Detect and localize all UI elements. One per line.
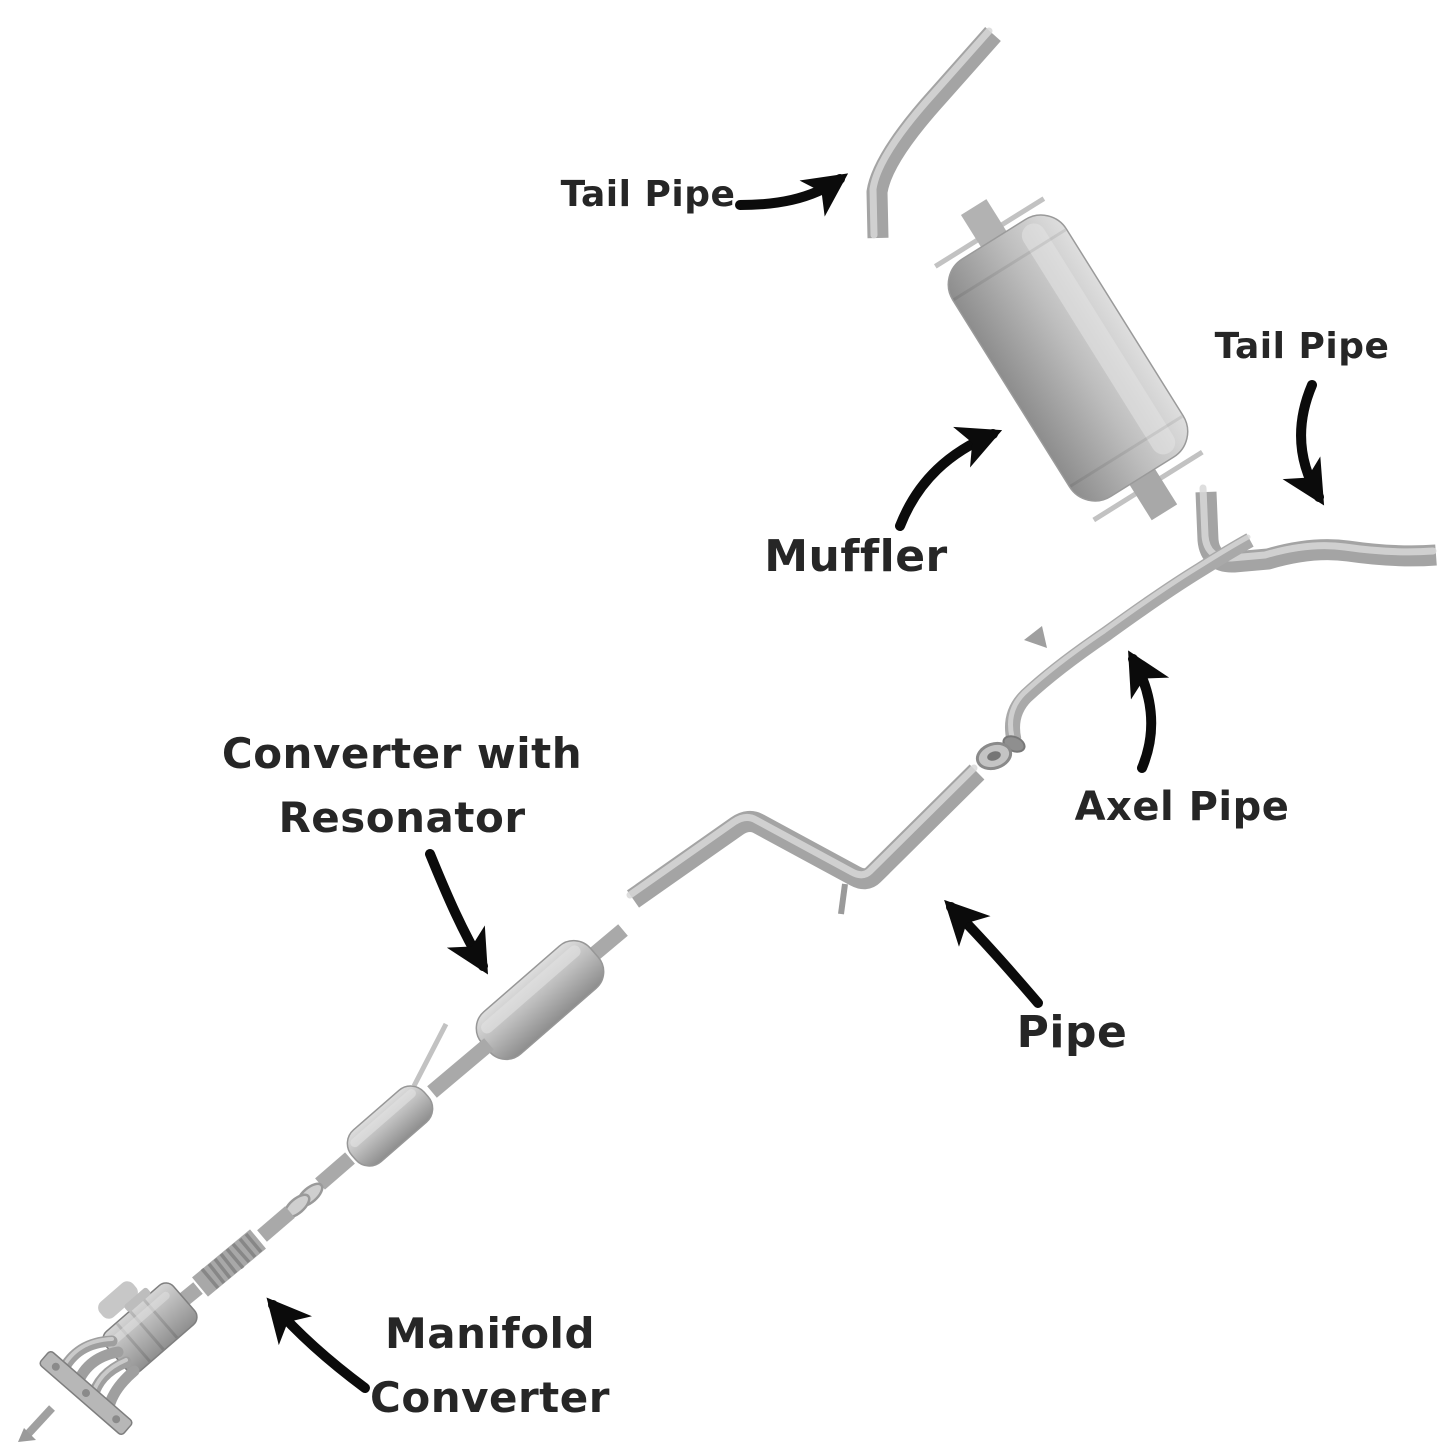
label-converter-resonator-line1: Converter with bbox=[221, 729, 583, 778]
flange-ring bbox=[975, 741, 1013, 771]
arrow-tail-pipe-top bbox=[735, 173, 849, 217]
label-muffler: Muffler bbox=[764, 531, 948, 582]
label-tail-pipe-top: Tail Pipe bbox=[560, 174, 736, 215]
label-manifold-converter-line2: Converter bbox=[370, 1373, 610, 1422]
arrow-muffler bbox=[895, 426, 1003, 531]
arrow-converter-resonator bbox=[425, 849, 488, 975]
tail-pipe-top-part bbox=[866, 27, 1001, 239]
label-tail-pipe-right: Tail Pipe bbox=[1214, 326, 1390, 367]
muffler-part bbox=[933, 196, 1204, 523]
manifold-converter-part bbox=[18, 1281, 198, 1442]
label-axel-pipe: Axel Pipe bbox=[1074, 784, 1290, 830]
intermediate-pipe-part bbox=[626, 764, 985, 915]
label-manifold-converter: Manifold Converter bbox=[370, 1302, 610, 1430]
arrow-tail-pipe-right bbox=[1282, 380, 1325, 506]
converter-resonator-part bbox=[171, 924, 628, 1312]
label-converter-resonator: Converter with Resonator bbox=[222, 722, 582, 850]
label-pipe: Pipe bbox=[1016, 1007, 1128, 1058]
arrow-manifold-converter bbox=[266, 1297, 370, 1393]
label-manifold-converter-line1: Manifold bbox=[384, 1309, 596, 1358]
axel-pipe-part bbox=[1002, 533, 1254, 753]
arrow-pipe bbox=[944, 899, 1043, 1008]
arrow-axel-pipe bbox=[1128, 650, 1170, 773]
label-converter-resonator-line2: Resonator bbox=[278, 793, 526, 842]
